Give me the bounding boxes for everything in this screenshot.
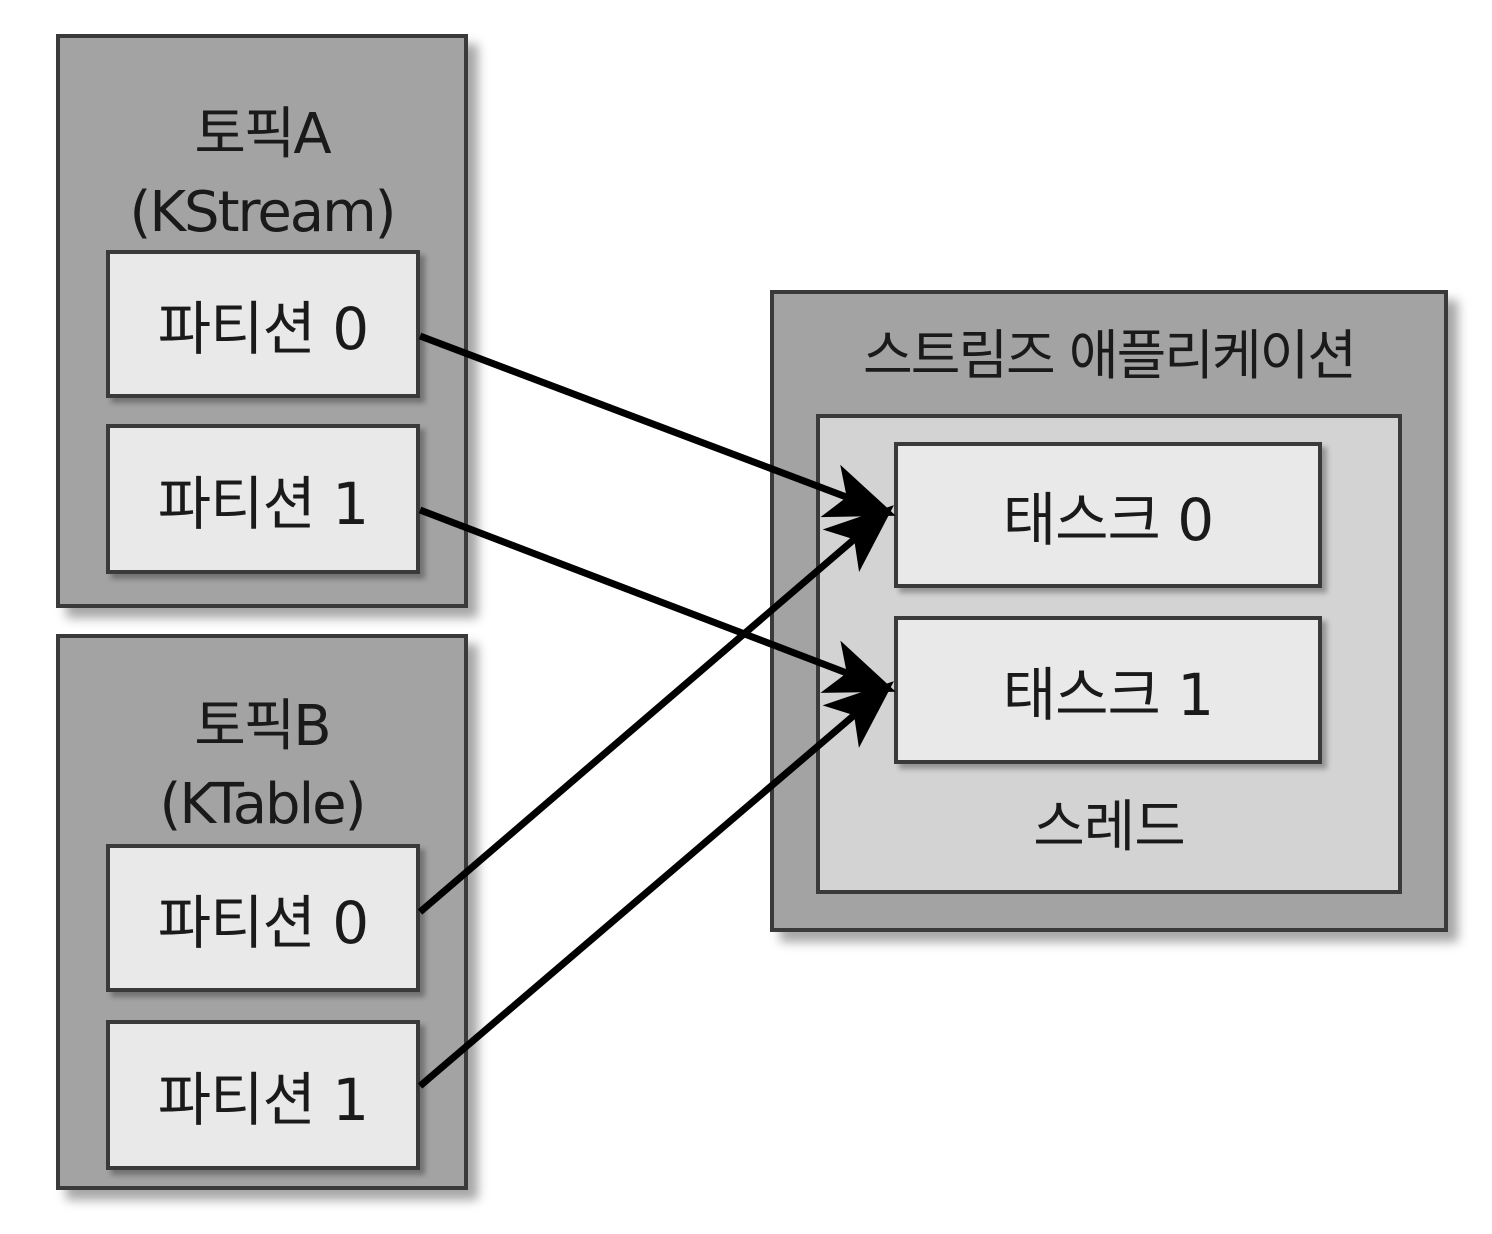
task-0: 태스크 0 (894, 442, 1322, 588)
topic-a-panel: 토픽A (KStream) 파티션 0 파티션 1 (56, 34, 468, 608)
topic-b-subtitle: (KTable) (159, 772, 367, 837)
topic-a-subtitle: (KStream) (129, 180, 396, 245)
streams-application-panel: 스트림즈 애플리케이션 태스크 0 태스크 1 스레드 (770, 290, 1448, 932)
topic-b-panel: 토픽B (KTable) 파티션 0 파티션 1 (56, 634, 468, 1190)
topic-b-title: 토픽B (194, 694, 331, 759)
streams-application-title: 스트림즈 애플리케이션 (863, 324, 1357, 387)
topic-b-partition-1: 파티션 1 (106, 1020, 420, 1170)
task-1: 태스크 1 (894, 616, 1322, 764)
topic-a-title: 토픽A (194, 102, 331, 167)
thread-label: 스레드 (1033, 795, 1186, 860)
topic-a-partition-1: 파티션 1 (106, 424, 420, 574)
topic-b-partition-0: 파티션 0 (106, 844, 420, 992)
thread-container: 태스크 0 태스크 1 스레드 (816, 414, 1402, 894)
topic-a-partition-0: 파티션 0 (106, 250, 420, 398)
